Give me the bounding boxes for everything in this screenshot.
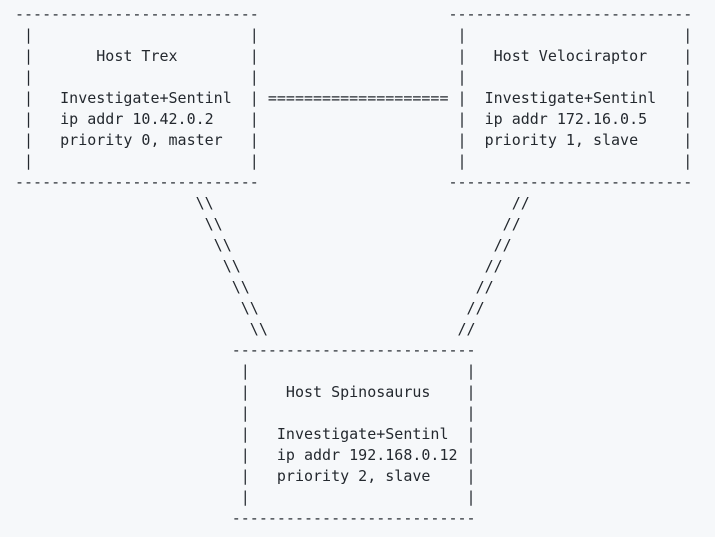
network-topology-ascii-diagram: --------------------------- ------------…: [15, 5, 693, 527]
code-block: --------------------------- ------------…: [15, 5, 693, 527]
